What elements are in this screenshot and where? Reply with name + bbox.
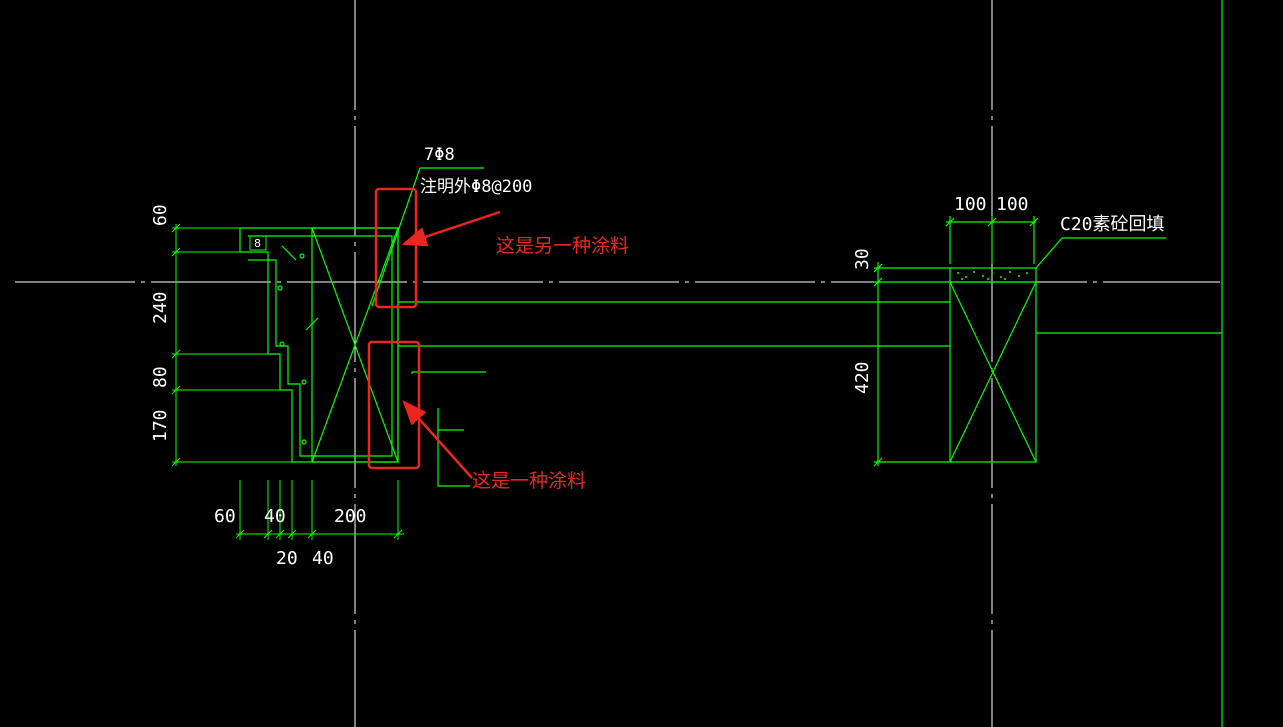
right-vdim-420: 420: [852, 361, 873, 394]
left-vdim-170: 170: [150, 409, 171, 442]
tag-label: 8: [254, 237, 261, 250]
arrow-lower: [402, 400, 473, 479]
highlight-box-upper[interactable]: [374, 187, 418, 309]
axis-lines: [15, 0, 1220, 727]
left-vdim-80: 80: [150, 366, 171, 388]
right-border-lines: [1036, 0, 1223, 727]
left-core-box: [311, 227, 399, 463]
note-upper: 这是另一种涂料: [496, 235, 629, 257]
left-inner-outline: [248, 235, 393, 457]
left-vdim-240: 240: [150, 291, 171, 324]
left-vdim-60: 60: [150, 204, 171, 226]
left-hdim-200: 200: [334, 506, 367, 527]
arrow-upper: [401, 210, 501, 247]
right-vdim-30: 30: [852, 248, 873, 270]
left-hdim-40: 40: [264, 506, 286, 527]
rebar-label-top: 7Φ8: [424, 145, 455, 165]
fill-label: C20素砼回填: [1060, 214, 1165, 235]
left-hdim-40b: 40: [312, 548, 334, 569]
tag-box: [249, 235, 267, 251]
right-hdim-100b: 100: [996, 194, 1029, 215]
note-lower: 这是一种涂料: [472, 470, 586, 492]
left-outline: [239, 227, 399, 463]
right-hdim-100a: 100: [954, 194, 987, 215]
left-hdim-60: 60: [214, 506, 236, 527]
rebar-label-bottom: 注明外Φ8@200: [420, 177, 532, 197]
right-core-box: [949, 281, 1037, 463]
left-section: [239, 167, 950, 487]
annotation-layer: [367, 187, 501, 479]
rebar-leader: [371, 167, 421, 307]
left-horizontal-dim-lines: [235, 480, 404, 540]
left-vertical-dim-lines: [171, 223, 292, 467]
fill-texture: [957, 271, 1028, 280]
fill-cap: [949, 267, 1037, 283]
right-section: [873, 216, 1166, 467]
left-hdim-20: 20: [276, 548, 298, 569]
